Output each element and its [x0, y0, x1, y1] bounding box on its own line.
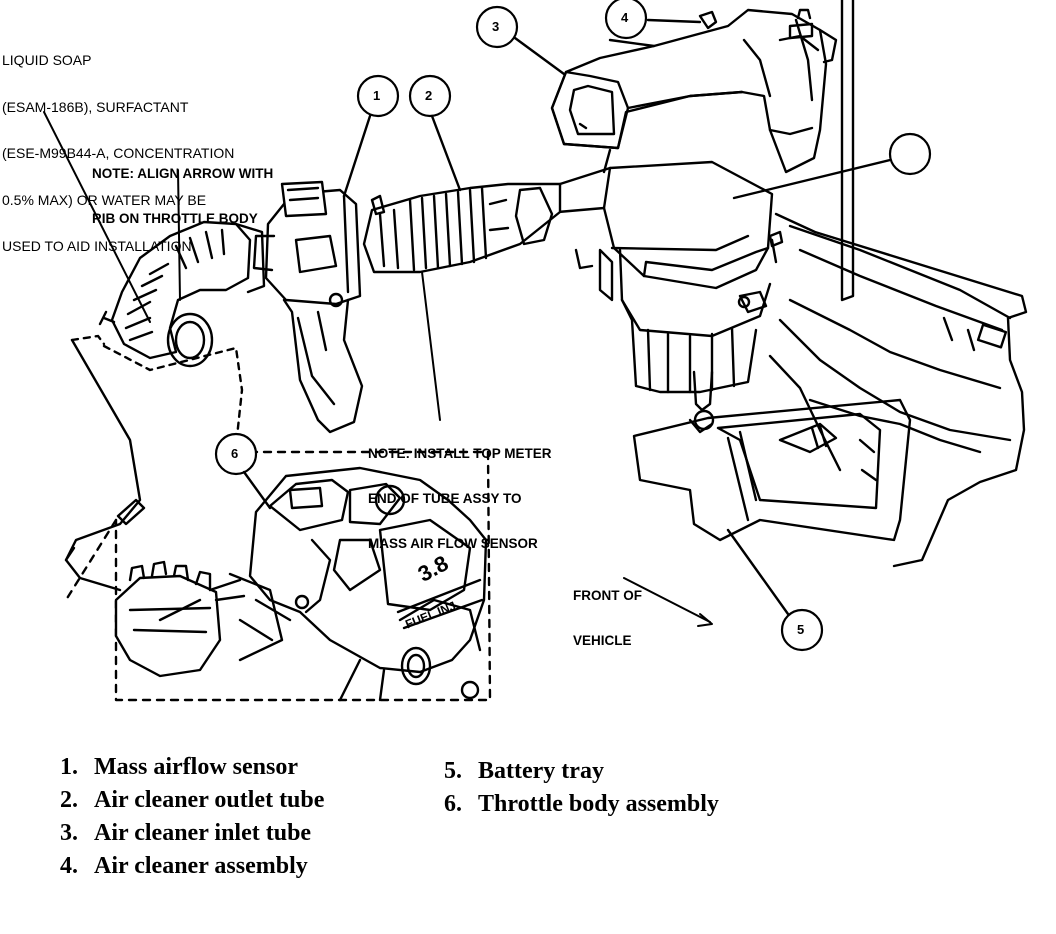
align-arrow-note: NOTE: ALIGN ARROW WITH RIB ON THROTTLE B…: [92, 136, 273, 241]
legend-number: 5.: [444, 758, 462, 784]
mass-airflow-sensor: [252, 180, 364, 434]
soap-line-1: LIQUID SOAP: [2, 52, 92, 68]
legend-label: Air cleaner inlet tube: [94, 820, 312, 846]
legend-label: Air cleaner outlet tube: [94, 787, 325, 813]
air-cleaner-assembly: [556, 160, 784, 431]
liquid-soap-note: LIQUID SOAP (ESAM-186B), SURFACTANT (ESE…: [2, 22, 234, 270]
legend-number: 2.: [60, 787, 78, 813]
engine-intake-manifold: [228, 466, 488, 702]
install-line-3: MASS AIR FLOW SENSOR: [368, 536, 538, 551]
front-line-1: FRONT OF: [573, 588, 642, 603]
legend-label: Mass airflow sensor: [94, 754, 298, 780]
callout-1: [342, 74, 400, 198]
callout-3: [475, 5, 566, 76]
soap-line-3: (ESE-M99B44-A, CONCENTRATION: [2, 145, 235, 161]
install-line-2: END OF TUBE ASSY TO: [368, 491, 522, 506]
align-line-1: NOTE: ALIGN ARROW WITH: [92, 166, 274, 181]
legend-label: Battery tray: [478, 758, 604, 784]
legend-label: Air cleaner assembly: [94, 853, 308, 879]
callout-4-label: 4: [621, 10, 629, 25]
soap-line-2: (ESAM-186B), SURFACTANT: [2, 98, 189, 115]
inner-fender-apron: [768, 0, 1028, 568]
legend-right: 5. Battery tray 6. Throttle body assembly: [444, 755, 719, 821]
legend-item: 6. Throttle body assembly: [444, 788, 719, 821]
callout-3-label: 3: [492, 19, 500, 34]
battery-tray: [632, 398, 912, 542]
install-line-1: NOTE: INSTALL TOP METER: [368, 446, 552, 461]
legend-number: 6.: [444, 791, 462, 817]
callout-7: [732, 132, 932, 200]
legend-number: 1.: [60, 754, 78, 780]
intake-elbow-hose: [98, 220, 266, 368]
soap-line-4: 0.5% MAX) OR WATER MAY BE: [2, 191, 207, 208]
soap-line-5: USED TO AID INSTALLATION: [2, 238, 192, 254]
legend-item: 2. Air cleaner outlet tube: [60, 784, 324, 817]
legend-number: 3.: [60, 820, 78, 846]
callout-5-label: 5: [797, 622, 805, 637]
air-cleaner-inlet-tube: [550, 8, 838, 174]
callout-6: [214, 432, 272, 510]
callout-6-label: 6: [231, 446, 239, 461]
align-line-2: RIB ON THROTTLE BODY: [92, 211, 258, 226]
note-leaders: [43, 111, 713, 627]
legend-item: 4. Air cleaner assembly: [60, 850, 324, 883]
distributor-cap: [114, 560, 246, 678]
vacuum-line: [64, 338, 146, 592]
legend-item: 1. Mass airflow sensor: [60, 751, 324, 784]
air-cleaner-outlet-tube: [362, 182, 562, 274]
front-line-2: VEHICLE: [573, 633, 632, 648]
legend-label: Throttle body assembly: [478, 791, 719, 817]
legend-left: 1. Mass airflow sensor 2. Air cleaner outl…: [60, 751, 324, 883]
legend-number: 4.: [60, 853, 78, 879]
callout-1-label: 1: [373, 88, 381, 103]
callout-4: [604, 0, 718, 40]
callout-2: [408, 74, 462, 192]
front-of-vehicle-note: FRONT OF VEHICLE: [573, 558, 642, 663]
legend-item: 3. Air cleaner inlet tube: [60, 817, 324, 850]
install-meter-note: NOTE: INSTALL TOP METER END OF TUBE ASSY…: [368, 416, 552, 566]
callout-5: [726, 528, 824, 652]
callout-2-label: 2: [425, 88, 433, 103]
engine-inset: [64, 334, 492, 702]
legend-item: 5. Battery tray: [444, 755, 719, 788]
